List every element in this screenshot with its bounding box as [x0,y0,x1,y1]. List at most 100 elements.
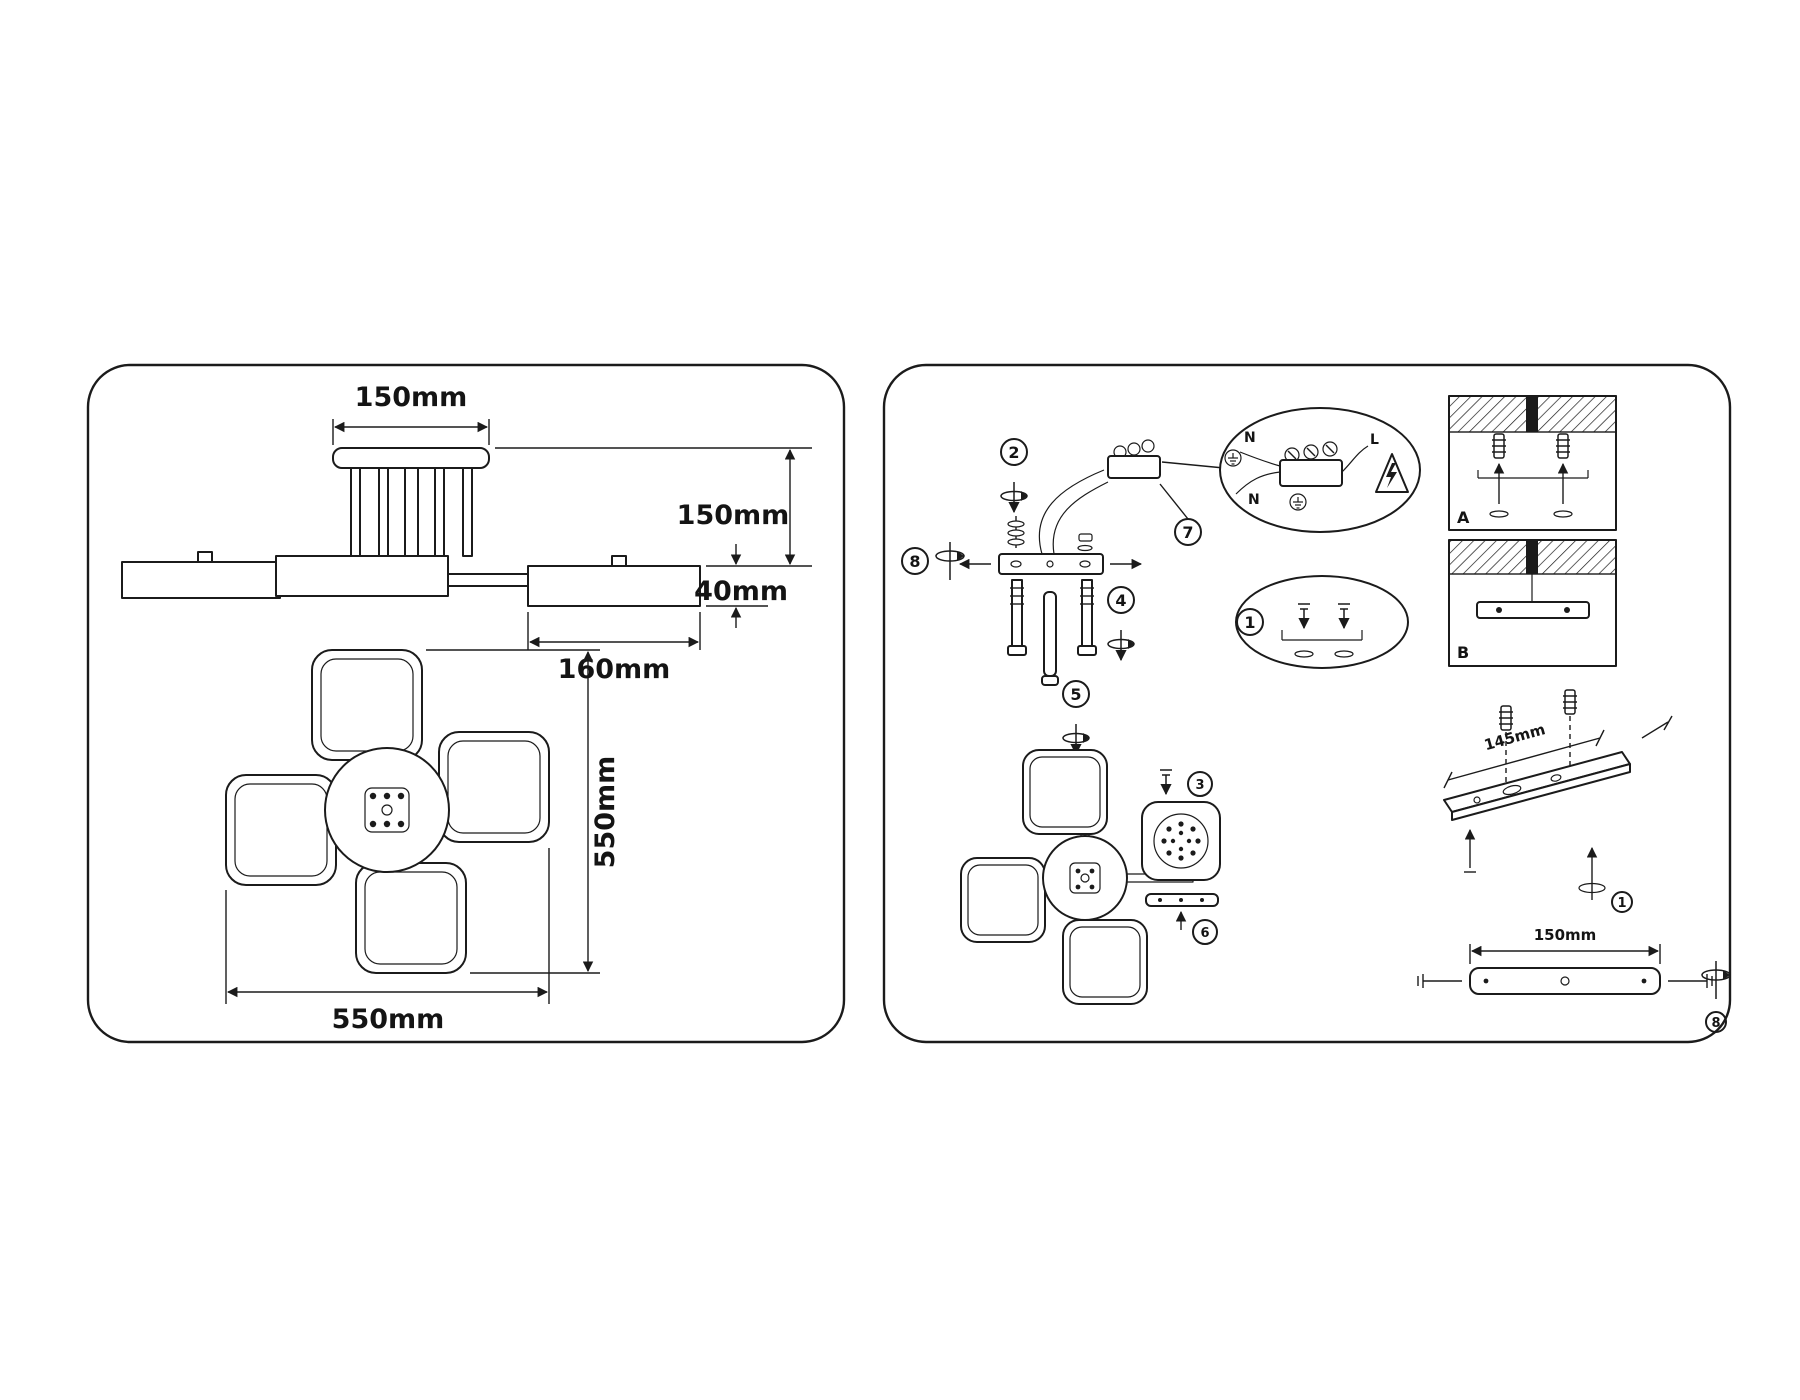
detail-leader [1161,461,1225,469]
center-tube [1041,591,1059,686]
led-module-detail [1141,801,1221,881]
step-7-badge: 7 [1159,483,1202,546]
plan-shade-top [1022,749,1108,835]
mount-option-a: A [1448,395,1617,531]
left-arm-tab [197,551,213,563]
step-1-badge: 1 [1236,608,1264,636]
diffuser-strip [1145,893,1219,907]
small-fastener [1077,533,1093,552]
step-8-badge: 8 [901,547,929,575]
right-arm-tube [447,573,533,587]
lightning-warning-icon [1375,453,1409,493]
screw-diagonal [1641,715,1673,739]
threaded-rod-right [1077,579,1097,656]
label-mount-b: B [1457,643,1469,662]
dim-plan-width: 550mm [225,848,550,1035]
label-l: L [1370,432,1379,448]
svg-text:8: 8 [1711,1016,1720,1031]
dim-height: 150mm [495,447,812,567]
step-6-badge: 6 [1192,919,1218,945]
svg-text:1: 1 [1617,896,1626,911]
mount-option-b: B [1448,539,1617,667]
plan-view: 550mm 550mm [225,649,621,1035]
dim-canopy-width: 150mm [332,382,490,445]
dim-label-plan-width: 550mm [332,1004,445,1035]
wall-anchor-icon [1491,433,1507,459]
step-8-reference: 8 [1701,960,1731,1033]
label-n-top: N [1244,430,1256,446]
dim-label-height: 150mm [677,500,790,531]
plan-hub [324,747,450,873]
wire-1 [1038,469,1105,555]
dim-arm-thickness: 40mm [694,544,788,628]
bracket-hole [1550,774,1562,782]
plan-hub [1042,835,1128,921]
threaded-rod-left [1007,579,1027,656]
wall-anchor-icon [1555,433,1571,459]
dim-label-shade-length: 160mm [558,654,671,685]
assembly-exploded: 2 8 [901,438,1225,754]
step-4-badge: 4 [1107,586,1135,614]
step-5-badge: 5 [1062,680,1090,708]
wire-gnd [1239,451,1281,467]
dim-label-plate: 150mm [1534,926,1597,944]
step-1-reference: 1 [1578,846,1633,913]
installation-panel: 2 8 [882,363,1732,1044]
dim-plate-width: 150mm [1469,926,1661,964]
bracket-side-face [1451,763,1631,821]
plan-shade-top [311,649,423,761]
plan-shade-bottom [355,862,467,974]
wire-slot [1526,396,1538,432]
svg-text:5: 5 [1070,685,1081,704]
washer-stack [1007,516,1025,548]
screw-bottom [1464,828,1476,873]
wire-l [1341,445,1369,473]
dimensions-panel: 150mm 150mm [86,363,846,1044]
mounting-bar [998,553,1104,575]
bracket-hole [1473,796,1481,804]
dim-plan-height: 550mm [426,649,621,974]
label-mount-a: A [1457,508,1470,527]
svg-text:1: 1 [1244,613,1255,632]
svg-text:4: 4 [1115,591,1126,610]
step-1-detail: 1 [1235,575,1409,669]
svg-text:7: 7 [1182,523,1193,542]
screw-left [1417,974,1462,988]
wall-anchor-icon [1562,689,1578,715]
terminal-detail: N N L [1219,407,1421,533]
mounted-bracket [1476,601,1590,619]
step-2-badge: 2 [1000,438,1028,466]
label-n-bottom: N [1248,492,1260,508]
wire-2 [1052,481,1109,555]
bracket-slot [1502,784,1522,796]
terminal-block-detail [1279,441,1343,487]
plan-shade-bottom [1062,919,1148,1005]
dim-shade-length: 160mm [527,612,701,685]
svg-text:2: 2 [1008,443,1019,462]
screw-right [1668,974,1713,988]
plan-shade-left [225,774,337,886]
svg-text:6: 6 [1200,926,1209,941]
wall-anchor-icon [1498,705,1514,731]
center-body [275,555,449,597]
plan-shade-left [960,857,1046,943]
plate-bottom: 150mm 8 [1417,926,1731,1033]
step-3-badge: 3 [1187,771,1213,797]
plan-shade-right [438,731,550,843]
terminal-block-small [1107,439,1161,479]
dim-label-arm-thickness: 40mm [694,576,788,607]
dim-label-canopy-width: 150mm [355,382,468,413]
dim-label-plan-height: 550mm [590,756,621,869]
right-shade [527,565,701,607]
svg-text:8: 8 [909,552,920,571]
wire-slot [1526,540,1538,574]
svg-text:3: 3 [1195,778,1204,793]
left-shade [121,561,281,599]
plan-small: 3 6 [960,749,1221,1005]
cover-plate [1469,967,1661,995]
canopy [332,447,490,469]
elevation-view: 150mm 150mm [121,382,812,685]
right-arm-tab [611,555,627,567]
